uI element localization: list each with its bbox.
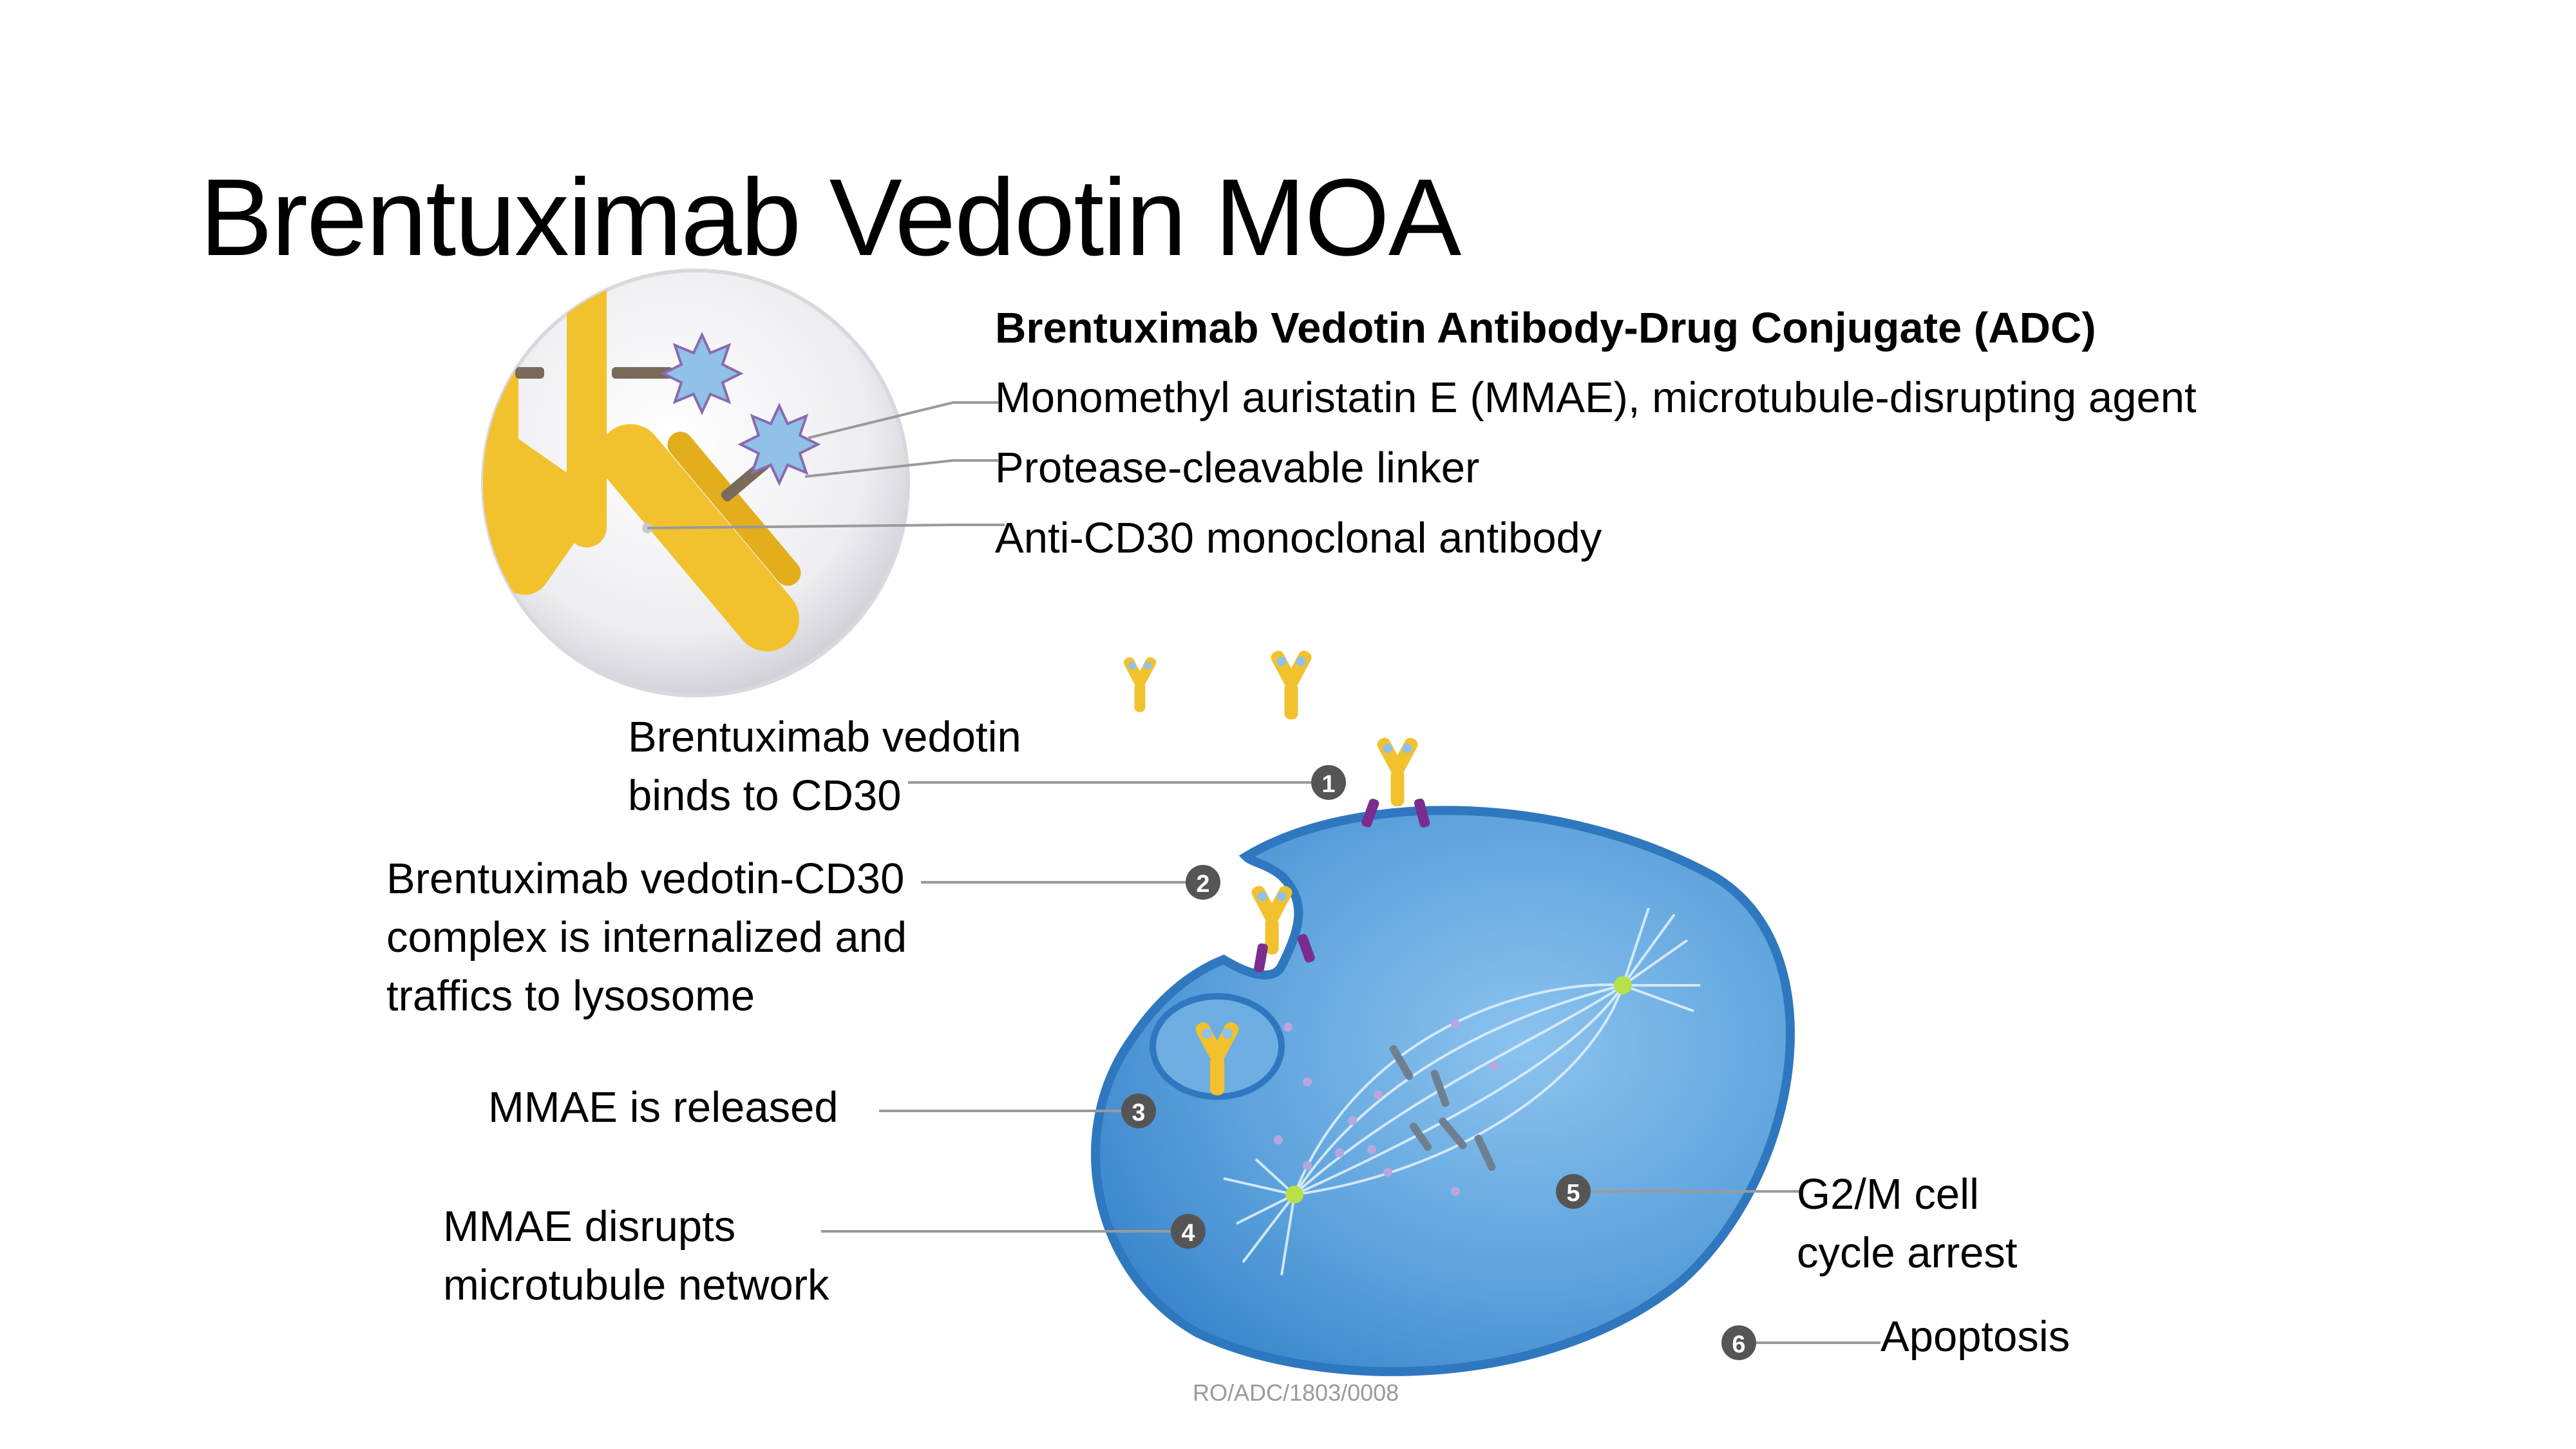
adc-leader-lines: [647, 401, 1005, 529]
step-marker-5-number: 5: [1566, 1180, 1580, 1207]
chromosomes: [1389, 1045, 1496, 1171]
step-3-line-1: MMAE is released: [488, 1083, 838, 1132]
tumor-cell: [1091, 806, 1795, 1376]
cd30-receptors: [1249, 735, 1430, 973]
adc-legend-antibody: Anti-CD30 monoclonal antibody: [995, 514, 1602, 562]
step-markers: 1 2 3 4 5 6: [1121, 765, 1756, 1360]
mmae-particles: [1274, 1019, 1499, 1196]
step-5-line-1: G2/M cell: [1797, 1170, 1979, 1218]
adc-legend-linker: Protease-cleavable linker: [995, 444, 1480, 492]
step-6-line-1: Apoptosis: [1880, 1312, 2070, 1361]
step-4-line-2: microtubule network: [443, 1261, 829, 1309]
step-marker-6: 6: [1721, 1325, 1756, 1360]
step-marker-1: 1: [1311, 765, 1346, 800]
step-marker-2: 2: [1186, 865, 1220, 900]
step-2-line-2: complex is internalized and: [386, 913, 907, 961]
step-marker-3: 3: [1121, 1094, 1156, 1128]
adc-magnified-view: [481, 269, 910, 697]
antibody-closeup: [483, 270, 821, 652]
step-marker-4: 4: [1171, 1214, 1206, 1249]
step-leader-lines: [821, 781, 1880, 1344]
step-marker-3-number: 3: [1132, 1099, 1145, 1126]
step-1-line-2: binds to CD30: [628, 772, 902, 820]
adc-legend-mmae: Monomethyl auristatin E (MMAE), microtub…: [995, 374, 2197, 422]
step-1-line-1: Brentuximab vedotin: [628, 713, 1021, 761]
free-antibodies: [1122, 649, 1314, 719]
page-title: Brentuximab Vedotin MOA: [200, 156, 1461, 279]
step-2-line-3: traffics to lysosome: [386, 972, 755, 1020]
adc-legend-heading: Brentuximab Vedotin Antibody-Drug Conjug…: [995, 304, 2096, 352]
step-marker-6-number: 6: [1732, 1331, 1745, 1358]
step-2-line-1: Brentuximab vedotin-CD30: [386, 855, 905, 903]
step-marker-1-number: 1: [1321, 771, 1335, 798]
step-marker-4-number: 4: [1181, 1220, 1195, 1247]
step-4-line-1: MMAE disrupts: [443, 1202, 736, 1251]
reference-code: RO/ADC/1803/0008: [1193, 1379, 1399, 1406]
step-marker-5: 5: [1556, 1174, 1591, 1209]
step-5-line-2: cycle arrest: [1797, 1229, 2018, 1277]
step-marker-2-number: 2: [1196, 871, 1209, 898]
